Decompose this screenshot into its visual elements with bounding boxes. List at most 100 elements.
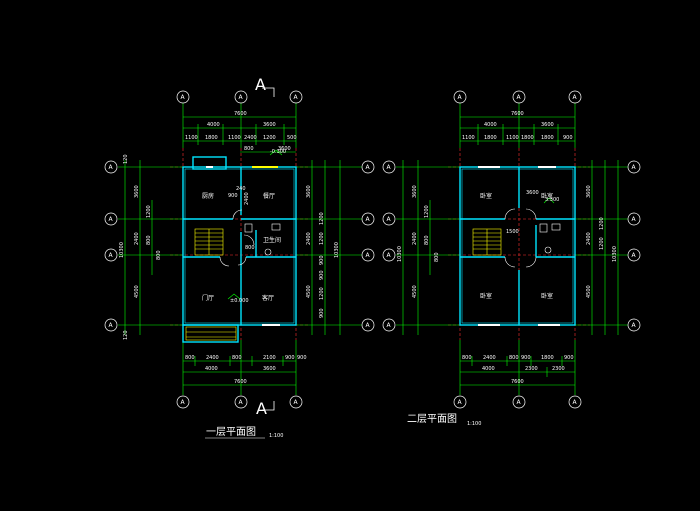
dim-text: 10300: [612, 246, 618, 262]
dim-text: 3600: [541, 122, 554, 128]
plan1-room-names: 厨房 餐厅 卫生间 门厅 客厅: [202, 192, 281, 302]
axis-label: A: [109, 164, 114, 171]
axis-label: A: [109, 216, 114, 223]
level-mark: ±0.000: [230, 298, 249, 304]
dim-overall-top: 7600: [234, 111, 247, 117]
axis-label: A: [109, 322, 114, 329]
axis-label: A: [632, 216, 637, 223]
dim-text: 3600: [586, 185, 592, 198]
dim-text: 3600: [134, 185, 140, 198]
plan2-title: 二层平面图: [407, 413, 457, 425]
dim-text: 2400: [134, 232, 140, 245]
dim-text: 800: [424, 235, 430, 245]
axis-label: A: [387, 322, 392, 329]
section-mark-top: A: [255, 75, 266, 94]
dim-text: 240: [236, 186, 246, 192]
axis-label: A: [239, 94, 244, 101]
dim-text: 2300: [552, 366, 565, 372]
dim-text: 1800: [484, 135, 497, 141]
plan1-axis-labels: A A A A A A A A A A A A A A: [109, 94, 371, 406]
dim-overall-top: 7600: [511, 111, 524, 117]
plan1-axis-lines: [170, 148, 310, 340]
dim-text: 3600: [278, 146, 291, 152]
plan1-section-marks: [262, 87, 275, 411]
axis-label: A: [632, 252, 637, 259]
dim-text: 1800: [541, 135, 554, 141]
room-kitchen: 厨房: [202, 192, 214, 200]
dim-text: 900: [297, 355, 307, 361]
plan1-bath-fixtures: [244, 223, 281, 256]
dim-text: 120: [123, 154, 129, 164]
dim-text: 3600: [412, 185, 418, 198]
dim-text: 2400: [244, 192, 250, 205]
axis-label: A: [366, 164, 371, 171]
dim-text: 900: [564, 355, 574, 361]
dim-text: 1800: [541, 355, 554, 361]
plan1-stair: [185, 166, 278, 341]
plan2-walls: [459, 166, 576, 326]
dim-text: 2100: [263, 355, 276, 361]
plan2-dimension-texts: 7600 4000 3600 1100 1800 1100 1800 1800 …: [397, 111, 618, 385]
dim-text: 120: [123, 330, 129, 340]
dim-text: 4500: [134, 285, 140, 298]
axis-label: A: [239, 399, 244, 406]
dim-text: 1200: [319, 232, 325, 245]
plan2-axis-labels: A A A A A A A A A A A A A A: [387, 94, 637, 406]
dim-text: 900: [319, 255, 325, 265]
axis-label: A: [573, 94, 578, 101]
room-bath: 卫生间: [263, 236, 281, 244]
axis-label: A: [387, 252, 392, 259]
plan1-axis-bubbles: [104, 90, 375, 409]
dim-text: 2300: [525, 366, 538, 372]
axis-label: A: [294, 399, 299, 406]
plan2-scale: 1:100: [467, 421, 481, 427]
dim-text: 900: [563, 135, 573, 141]
dim-text: 3600: [263, 366, 276, 372]
axis-label: A: [109, 252, 114, 259]
dim-text: 800: [509, 355, 519, 361]
plan-1: A A A A A A A A A A A A A A A A 7600: [104, 75, 375, 439]
dim-text: 1800: [521, 135, 534, 141]
dim-text: 4500: [306, 285, 312, 298]
axis-label: A: [517, 94, 522, 101]
dim-text: 1100: [185, 135, 198, 141]
dim-text: 1200: [263, 135, 276, 141]
axis-label: A: [366, 322, 371, 329]
room-living: 客厅: [262, 294, 274, 302]
dim-text: 900: [319, 308, 325, 318]
dim-text: 10300: [334, 242, 340, 258]
axis-label: A: [517, 399, 522, 406]
dim-text: 4000: [207, 122, 220, 128]
axis-label: A: [181, 94, 186, 101]
dim-text: 900: [521, 355, 531, 361]
axis-label: A: [632, 322, 637, 329]
dim-text: 1200: [599, 217, 605, 230]
dim-overall-bottom: 7600: [511, 379, 524, 385]
dim-text: 1100: [462, 135, 475, 141]
plan1-scale: 1:100: [269, 433, 283, 439]
room-bedroom-2: 卧室: [541, 192, 553, 200]
axis-label: A: [632, 164, 637, 171]
room-bedroom-3: 卧室: [480, 292, 492, 300]
axis-label: A: [458, 94, 463, 101]
dim-text: 4000: [482, 366, 495, 372]
dim-text: 4000: [484, 122, 497, 128]
room-bedroom-4: 卧室: [541, 292, 553, 300]
axis-label: A: [387, 216, 392, 223]
dim-text: 800: [245, 245, 255, 251]
dim-text: 2400: [586, 232, 592, 245]
axis-label: A: [366, 216, 371, 223]
dim-text: 1500: [506, 229, 519, 235]
plan1-dimension-lines: [118, 103, 362, 395]
dim-text: 3600: [526, 190, 539, 196]
dim-text: 1100: [228, 135, 241, 141]
plan1-walls: [182, 156, 297, 343]
dim-text: 1200: [319, 287, 325, 300]
plan-2: A A A A A A A A A A A A A A 7600 4000 36…: [382, 90, 641, 427]
dim-text: 10300: [397, 246, 403, 262]
dim-text: 2400: [206, 355, 219, 361]
level-mark: -0.300: [270, 149, 286, 155]
plan2-doors: [478, 166, 561, 326]
dim-text: 4500: [586, 285, 592, 298]
dim-text: 800: [146, 235, 152, 245]
